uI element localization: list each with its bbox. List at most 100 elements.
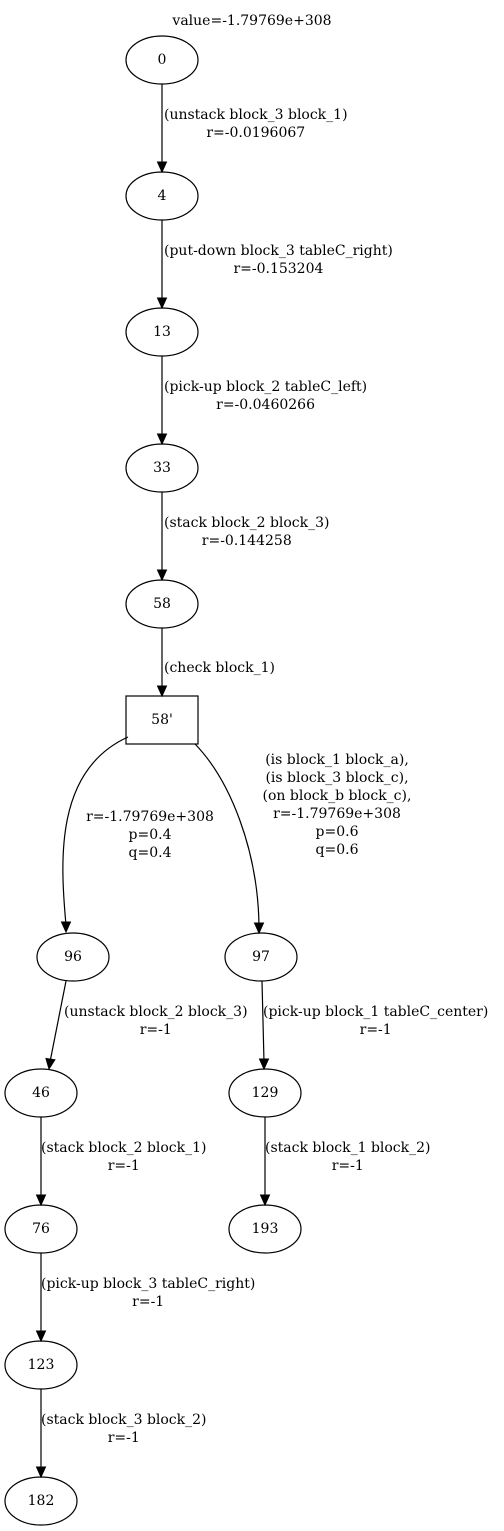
node-box — [125, 695, 199, 745]
node-label: 46 — [32, 1085, 50, 1101]
arrowhead — [35, 1466, 47, 1479]
edge-label-line: r=-1 — [108, 1430, 140, 1446]
arrowhead — [45, 1057, 56, 1071]
node-n182: 182 — [4, 1476, 78, 1526]
arrowhead — [258, 1058, 270, 1071]
edge-n46-n76: (stack block_2 block_1) r=-1 — [35, 1117, 207, 1207]
node-ellipse — [125, 35, 199, 85]
arrowhead — [156, 297, 168, 310]
nodes-layer: 0 4 13 33 58 58' 96 97 46 129 76 193 123 182 — [4, 35, 302, 1526]
node-ellipse — [125, 171, 199, 221]
node-label: 0 — [158, 52, 167, 68]
node-n33: 33 — [125, 443, 199, 493]
edge-n129-n193: (stack block_1 block_2) r=-1 — [259, 1117, 431, 1207]
edge-label-line: q=0.6 — [316, 842, 359, 858]
arrowhead — [60, 921, 72, 934]
edge-label-line: (check block_1) — [164, 660, 275, 676]
edge-line — [49, 980, 67, 1063]
edge-n96-n46: (unstack block_2 block_3) r=-1 — [45, 980, 248, 1071]
node-label: 4 — [158, 188, 167, 204]
node-n96: 96 — [36, 932, 110, 982]
node-label: 13 — [153, 324, 171, 340]
edge-label-line: r=-1 — [132, 1294, 164, 1310]
node-ellipse — [4, 1204, 78, 1254]
edge-n33-n58: (stack block_2 block_3) r=-0.144258 — [156, 492, 330, 582]
arrowhead — [156, 569, 168, 582]
edge-label-line: r=-1.79769e+308 — [273, 806, 401, 822]
arrowhead — [156, 433, 168, 446]
node-ellipse — [4, 1068, 78, 1118]
arrowhead — [253, 922, 265, 935]
edge-label-line: (unstack block_2 block_3) — [64, 1004, 248, 1020]
node-label: 123 — [28, 1357, 55, 1373]
node-ellipse — [36, 932, 110, 982]
edge-n13-n33: (pick-up block_2 tableC_left) r=-0.046026… — [156, 356, 367, 446]
edge-n4-n13: (put-down block_3 tableC_right) r=-0.1532… — [156, 220, 393, 310]
edge-label-line: r=-1 — [360, 1022, 392, 1038]
node-n58: 58 — [125, 579, 199, 629]
node-n58p: 58' — [125, 695, 199, 745]
arrowhead — [156, 685, 168, 698]
node-ellipse — [224, 932, 298, 982]
node-n97: 97 — [224, 932, 298, 982]
edge-label-line: (stack block_3 block_2) — [41, 1412, 207, 1428]
edge-line — [62, 736, 129, 926]
node-ellipse — [228, 1204, 302, 1254]
node-n193: 193 — [228, 1204, 302, 1254]
node-n123: 123 — [4, 1340, 78, 1390]
edge-n76-n123: (pick-up block_3 tableC_right) r=-1 — [35, 1253, 255, 1343]
edge-label-line: r=-1 — [108, 1158, 140, 1174]
edge-n0-n4: (unstack block_3 block_1) r=-0.0196067 — [156, 84, 348, 174]
edge-label-line: (is block_1 block_a), — [265, 752, 409, 768]
node-label: 58' — [151, 712, 173, 728]
node-n13: 13 — [125, 307, 199, 357]
arrowhead — [35, 1194, 47, 1207]
edge-label-line: r=-0.0196067 — [206, 125, 305, 141]
node-label: 96 — [64, 949, 82, 965]
node-label: 58 — [153, 596, 171, 612]
edge-label-line: r=-1 — [332, 1158, 364, 1174]
edge-label-line: (pick-up block_2 tableC_left) — [164, 379, 367, 395]
node-ellipse — [125, 307, 199, 357]
edge-line — [261, 980, 265, 1063]
edge-label-line: (pick-up block_3 tableC_right) — [41, 1276, 255, 1292]
node-label: 129 — [252, 1085, 279, 1101]
edges-layer: (unstack block_3 block_1) r=-0.0196067 (pu… — [35, 84, 488, 1479]
edge-label-line: r=-0.144258 — [202, 533, 292, 549]
node-n4: 4 — [125, 171, 199, 221]
edge-label-line: r=-1 — [140, 1022, 172, 1038]
edge-label-line: (stack block_1 block_2) — [265, 1140, 431, 1156]
node-ellipse — [125, 443, 199, 493]
arrowhead — [156, 161, 168, 174]
node-ellipse — [4, 1340, 78, 1390]
edge-label-line: (stack block_2 block_3) — [164, 515, 330, 531]
edge-label-line: p=0.6 — [316, 824, 359, 840]
edge-label-line: r=-0.153204 — [233, 261, 323, 277]
edge-label-line: (on block_b block_c), — [263, 788, 412, 804]
node-label: 76 — [32, 1221, 50, 1237]
edge-label-line: (stack block_2 block_1) — [41, 1140, 207, 1156]
node-label: 182 — [28, 1493, 55, 1509]
edge-label-line: (unstack block_3 block_1) — [164, 107, 348, 123]
node-label: 193 — [252, 1221, 279, 1237]
node-label: 97 — [252, 949, 270, 965]
edge-label-line: p=0.4 — [129, 827, 172, 843]
node-label: 33 — [153, 460, 171, 476]
edge-label-line: r=-0.0460266 — [216, 397, 315, 413]
edge-n97-n129: (pick-up block_1 tableC_center) r=-1 — [258, 980, 488, 1071]
node-ellipse — [4, 1476, 78, 1526]
edge-label-line: (put-down block_3 tableC_right) — [164, 243, 393, 259]
edge-n58-n58p: (check block_1) — [156, 628, 275, 698]
node-n76: 76 — [4, 1204, 78, 1254]
edge-label-line: (pick-up block_1 tableC_center) — [263, 1004, 488, 1020]
edge-n58p-n97: (is block_1 block_a), (is block_3 block_c… — [194, 743, 412, 935]
node-n129: 129 — [228, 1068, 302, 1118]
arrowhead — [259, 1194, 271, 1207]
edge-label-line: r=-1.79769e+308 — [86, 809, 214, 825]
node-ellipse — [125, 579, 199, 629]
arrowhead — [35, 1330, 47, 1343]
node-ellipse — [228, 1068, 302, 1118]
edge-label-line: (is block_3 block_c), — [265, 770, 408, 786]
